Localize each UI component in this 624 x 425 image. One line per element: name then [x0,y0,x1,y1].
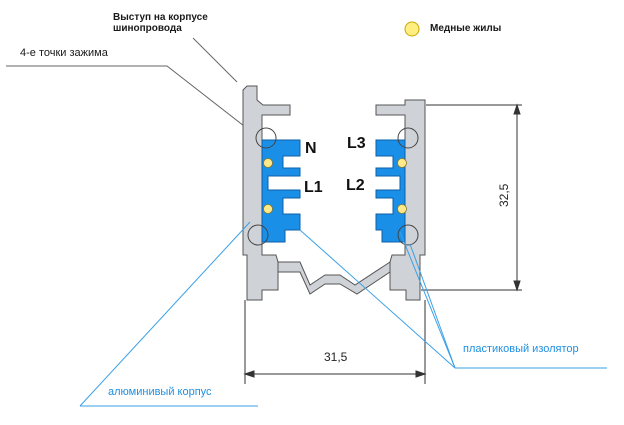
copper-wire-l3 [397,158,407,168]
aluminum-bottom-channel [277,261,391,295]
width-dimension-value: 31,5 [324,350,348,364]
plastic-insulator-label: пластиковый изолятор [463,343,579,355]
plastic-insulator-right [375,139,406,243]
copper-wire-n [263,158,273,168]
housing-protrusion-label: Выступ на корпусе шинопровода [113,12,208,34]
copper-wires-label: Медные жилы [430,23,502,34]
clamp-point-top-right [397,127,419,149]
phase-label-n: N [305,140,317,157]
clamp-point-circles [247,127,419,246]
copper-wire-l1 [263,204,273,214]
phase-label-l3: L3 [347,135,366,152]
clamp-point-bottom-left [247,224,269,246]
height-dimension-value: 32,5 [497,183,511,207]
width-dimension [243,300,427,384]
aluminum-body-label: алюминивый корпус [108,386,212,398]
aluminum-body-left [242,85,291,301]
insulator-callout-pointer-3 [409,243,456,369]
blue-callout-lines [79,221,607,407]
black-leader-lines [6,37,263,141]
clamp-point-top-left [255,127,277,149]
clamp-point-bottom-right [397,224,419,246]
protrusion-leader [192,37,238,83]
phase-label-l2: L2 [346,177,365,194]
clamp-points-leader [6,65,263,141]
height-dimension [421,103,522,292]
insulator-callout-pointer-2 [399,231,456,369]
phase-label-l1: L1 [304,179,323,196]
copper-wire-l2 [397,204,407,214]
copper-legend-marker [404,21,420,37]
clamp-points-label: 4-е точки зажима [20,47,108,59]
aluminum-callout-pointer [79,221,251,407]
plastic-insulator-left [261,139,301,243]
copper-wires [263,158,407,214]
insulator-callout-pointer-1 [299,229,456,369]
